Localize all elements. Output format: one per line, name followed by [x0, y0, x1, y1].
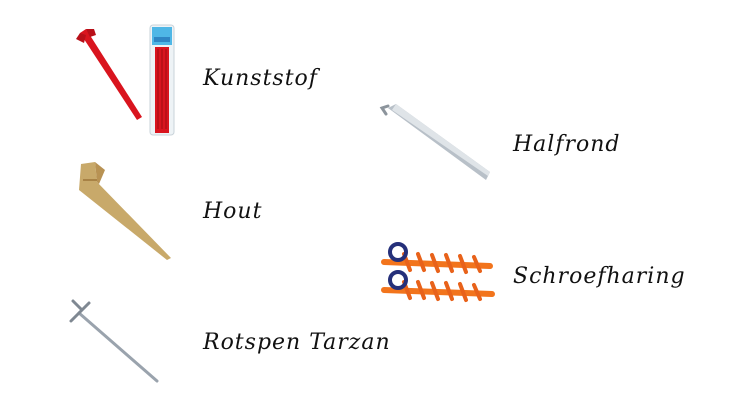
- screw-peg-icon: [381, 242, 495, 302]
- plastic-tent-peg-icon: [76, 24, 175, 136]
- rock-pin-icon: [69, 299, 159, 383]
- half-round-peg-icon: [379, 104, 490, 180]
- item-label: Halfrond: [513, 132, 621, 157]
- item-label: Hout: [203, 199, 263, 224]
- item-label: Schroefharing: [513, 264, 686, 289]
- wooden-tent-peg-icon: [79, 162, 171, 260]
- item-label: Rotspen Tarzan: [203, 330, 391, 355]
- item-label: Kunststof: [203, 66, 318, 91]
